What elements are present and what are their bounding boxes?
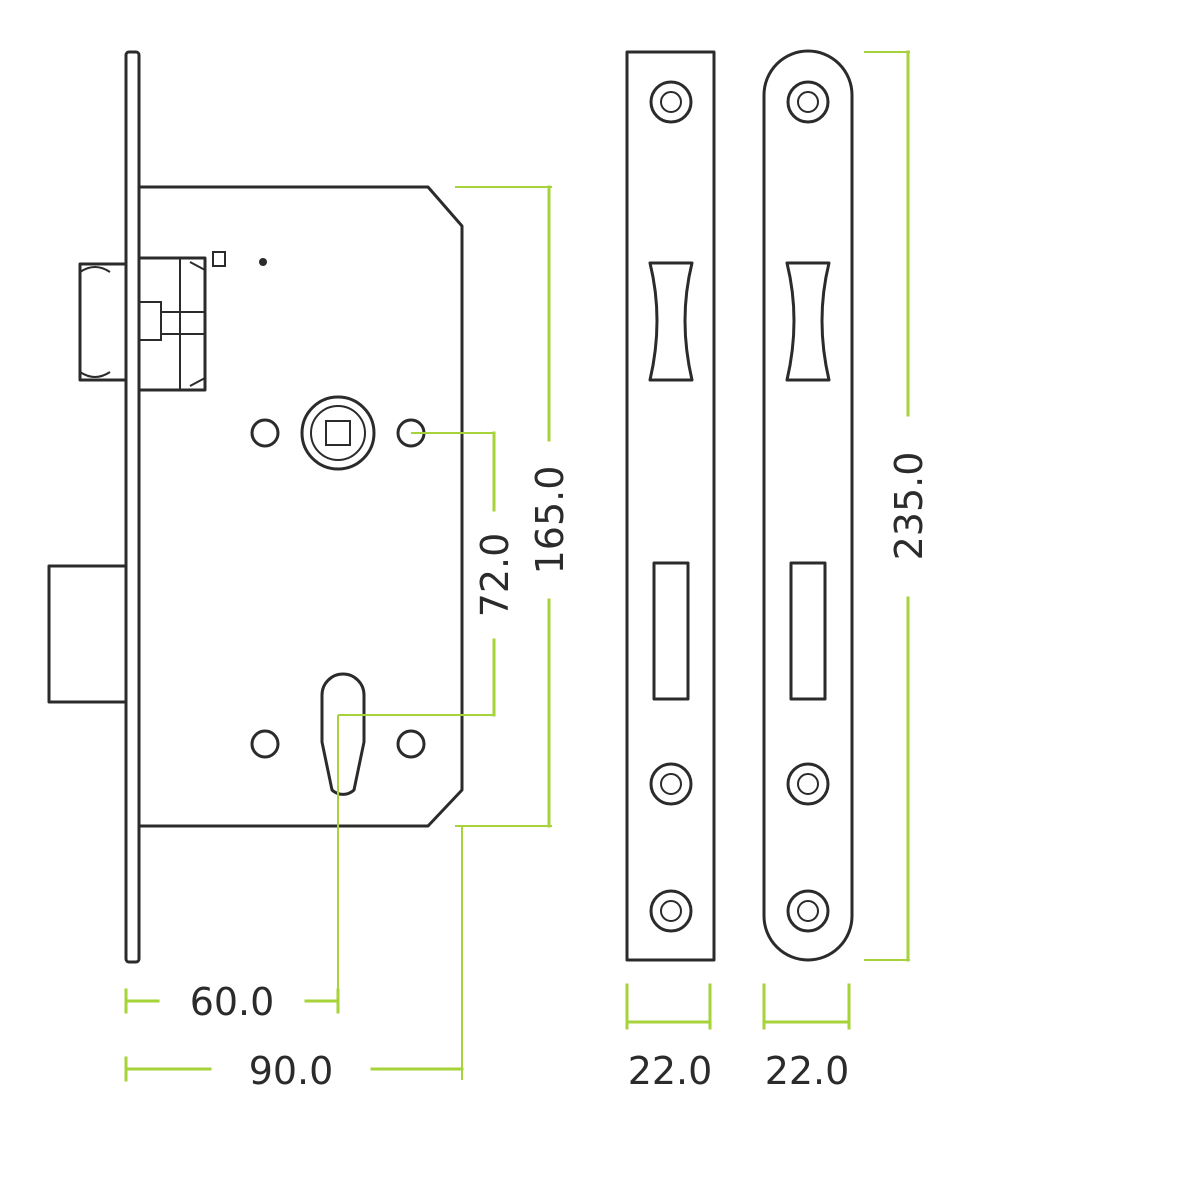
forend-square-screw-middle — [649, 762, 693, 806]
forend-radius-bolt-slot — [789, 561, 827, 701]
lock-forend-plate — [124, 50, 141, 964]
centres-dimension-line — [338, 431, 496, 717]
case-depth-dimension-line — [124, 826, 464, 1082]
latch-bolt — [78, 256, 207, 392]
forend-square — [625, 50, 716, 962]
follower-hub — [300, 395, 376, 471]
case-depth-label: 90.0 — [249, 1049, 334, 1093]
backset-dimension-line — [124, 715, 340, 1014]
small-square-mark — [212, 251, 226, 267]
backset-label: 60.0 — [190, 980, 275, 1024]
forend-radius-screw-top — [786, 80, 830, 124]
forend-radius-latch-slot — [785, 261, 831, 382]
lock-body — [47, 50, 464, 964]
forend-square-screw-bottom — [649, 889, 693, 933]
case-height-label: 165.0 — [528, 466, 572, 575]
forend-square-bolt-slot — [652, 561, 690, 701]
deadbolt — [47, 564, 128, 704]
forend-square-width-dimension-line — [625, 983, 712, 1030]
forend-square-width-label: 22.0 — [628, 1049, 713, 1093]
fixing-hole-bottom-left — [250, 729, 280, 759]
euro-cylinder-hole — [320, 672, 366, 796]
forend-radius-width-label: 22.0 — [765, 1049, 850, 1093]
fixing-hole-top-left — [250, 418, 280, 448]
forend-length-dimension-line — [864, 50, 910, 962]
forend-radius-width-dimension-line — [762, 983, 851, 1030]
fixing-hole-bottom-right — [396, 729, 426, 759]
forend-radius-screw-middle — [786, 762, 830, 806]
lock-case — [137, 185, 464, 828]
centres-label: 72.0 — [473, 533, 517, 618]
small-dot — [259, 258, 267, 266]
forend-square-latch-slot — [648, 261, 694, 382]
case-height-dimension-line — [455, 185, 552, 828]
forend-length-label: 235.0 — [887, 452, 931, 561]
forend-radius-screw-bottom — [786, 889, 830, 933]
forend-radius — [762, 49, 854, 962]
forend-square-screw-top — [649, 80, 693, 124]
